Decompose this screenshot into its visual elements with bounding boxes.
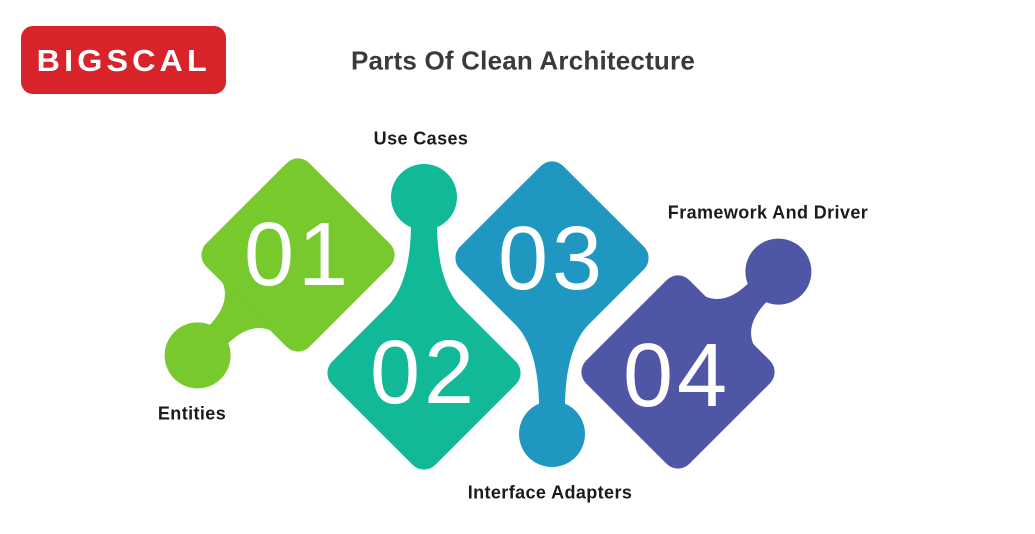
- piece-02-diamond: [327, 276, 521, 470]
- piece-01-knob: [164, 322, 231, 389]
- piece-01-neck: [208, 271, 282, 345]
- piece-02-number: 02: [369, 323, 479, 423]
- piece-02-neck: [388, 223, 460, 306]
- bigscal-logo: BIGSCAL: [21, 26, 226, 94]
- piece-03-neck: [516, 325, 588, 408]
- piece-03-number: 03: [497, 209, 607, 309]
- piece-03-knob: [519, 401, 585, 467]
- page-title: Parts Of Clean Architecture: [351, 45, 695, 76]
- label-framework-and-driver: Framework And Driver: [667, 202, 869, 223]
- puzzle-piece-03: [455, 161, 649, 467]
- label-interface-adapters: Interface Adapters: [467, 482, 633, 503]
- bigscal-logo-text: BIGSCAL: [36, 42, 211, 78]
- piece-04-diamond: [581, 275, 775, 469]
- piece-01-diamond: [201, 158, 395, 352]
- piece-04-neck: [694, 282, 768, 356]
- puzzle-piece-04: [581, 238, 812, 469]
- label-use-cases: Use Cases: [373, 128, 469, 149]
- puzzle-piece-01: [164, 158, 395, 389]
- label-entities: Entities: [157, 403, 227, 424]
- piece-01-number: 01: [243, 205, 353, 305]
- piece-03-diamond: [455, 161, 649, 355]
- piece-02-knob: [391, 164, 457, 230]
- piece-04-knob: [745, 238, 812, 305]
- piece-04-number: 04: [622, 326, 732, 426]
- puzzle-piece-02: [327, 164, 521, 470]
